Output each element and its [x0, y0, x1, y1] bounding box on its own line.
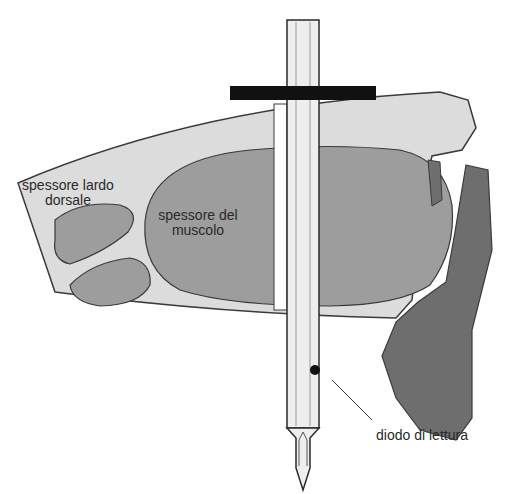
- probe-shade: [296, 22, 297, 426]
- part-label: spessore del muscolo: [150, 208, 246, 238]
- probe-slot: [274, 104, 287, 310]
- rib-bone: [428, 160, 442, 206]
- part-label: diodo di lettura: [352, 428, 492, 443]
- small-muscle: [70, 258, 150, 306]
- leader-line: [332, 380, 372, 420]
- probe-tip: [287, 428, 319, 490]
- probe-shade: [310, 22, 311, 426]
- part-label: spessore lardo dorsale: [18, 178, 118, 208]
- probe-tube: [287, 20, 319, 428]
- probe-tip-detail: [299, 432, 307, 466]
- rib-bone: [382, 165, 492, 440]
- read-diode: [310, 365, 320, 375]
- small-muscle: [55, 204, 134, 264]
- backfat-band: [18, 92, 476, 318]
- depth-stop: [230, 86, 376, 100]
